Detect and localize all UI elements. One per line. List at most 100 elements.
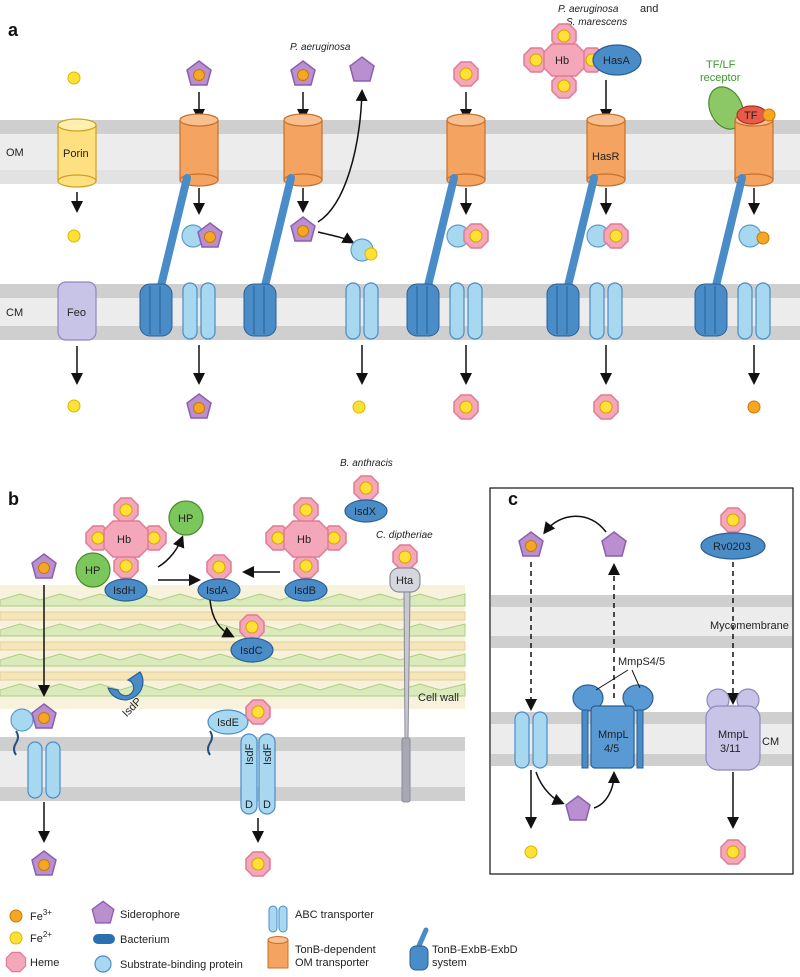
mycomembrane-label: Mycomembrane [710,620,789,632]
isde [207,709,249,735]
siderophore-icon [186,60,212,86]
mmpl45-label-line1: MmpL [598,729,629,741]
siderophore-icon [186,393,212,419]
isdb-label: IsdB [294,585,316,597]
fe2-icon [364,247,378,261]
tonb-arm [423,174,458,294]
isdf-label-2: IsdF [262,743,274,765]
tf-label: TF [744,110,758,122]
isdf-label-1: IsdF [244,743,256,765]
siderophore-icon [31,850,57,876]
heme-icon [453,394,479,420]
om-label: OM [6,147,24,159]
feo-label: Feo [67,307,86,319]
mmpl-3-11 [705,688,761,771]
panel-b-label: b [8,489,19,509]
p-aeruginosa-label: P. aeruginosa [290,42,351,53]
siderophore-icon [290,216,316,242]
heme-icon [239,614,265,640]
isdh [104,578,148,602]
heme-icon [392,544,418,570]
legend-fe3: Fe3+ [30,908,52,923]
isdp [107,671,144,701]
hemoglobin-complex [265,497,347,579]
tflf-label-line2: receptor [700,72,741,84]
mmpl-4-5 [572,684,654,769]
panel-a-label: a [8,20,19,40]
d-label-2: D [263,799,271,811]
legend-abc: ABC transporter [295,909,374,921]
fe2-icon [524,845,538,859]
tonb-exbb-exbd-system [139,283,173,337]
tonb-exbb-exbd-system [694,283,728,337]
isdc-label: IsdC [240,645,263,657]
heme-icon [603,223,629,249]
siderophore-icon [31,553,57,579]
tonb-arm [156,174,191,294]
heme-icon [593,394,619,420]
tflf-label-line1: TF/LF [706,59,736,71]
b-anthracis-label: B. anthracis [340,458,393,469]
d-label-1: D [245,799,253,811]
haptoglobin [168,500,204,536]
has-source-line2: S. marescens [566,17,627,28]
heme-icon [206,554,232,580]
mycomembrane [491,595,792,648]
tonb-exbb-exbd-system [406,283,440,337]
tonb-arm [563,174,598,294]
tonb-exbb-exbd-system [546,283,580,337]
abc-legend-icon [268,905,288,933]
porin-label: Porin [63,148,89,160]
isdh-label: IsdH [113,585,136,597]
isdf [240,733,258,815]
c-diptheriae-label: C. diptheriae [376,530,433,541]
legend-tonb-om-2: OM transporter [295,957,369,969]
has-source-line1: P. aeruginosa [558,4,619,15]
mmpl311-label-line1: MmpL [718,729,749,741]
isdb [284,578,328,602]
legend-siderophore: Siderophore [120,909,180,921]
rv0203 [700,532,766,560]
isdx-label: IsdX [354,506,377,518]
cytoplasmic-membrane-a [0,284,800,340]
hasa-label: HasA [603,55,631,67]
fe3-legend-icon [9,909,23,923]
rv0203-label: Rv0203 [713,541,751,553]
cell-wall-label: Cell wall [418,692,459,704]
hb-label-b1: Hb [117,534,131,546]
outer-membrane [0,120,800,184]
siderophore-icon [197,222,223,248]
hemoglobin-complex [523,23,605,99]
legend-fe2: Fe2+ [30,930,52,945]
siderophore-empty-icon [349,56,375,82]
cytoplasmic-membrane-b [0,737,465,801]
hp-label-2: HP [178,513,193,525]
isdx [344,499,388,523]
heme-icon [720,839,746,865]
hasa [592,44,642,76]
siderophore-legend-icon [91,900,115,924]
siderophore-icon [290,60,316,86]
fe3-icon [747,400,761,414]
tonb-system-legend-icon [409,927,429,971]
legend: Fe3+ Fe2+ Heme Siderophore Bacterium Sub… [5,900,518,973]
fe2-icon [67,229,81,243]
substrate-binding-protein [10,708,34,732]
isda [197,578,241,602]
fe2-icon [67,399,81,413]
hb-label-a: Hb [555,55,569,67]
isdc [230,637,274,663]
mmps-label: MmpS4/5 [618,656,665,668]
isdf [258,733,276,815]
legend-sbp: Substrate-binding protein [120,959,243,971]
heme-icon [463,223,489,249]
cm-label-a: CM [6,307,23,319]
heme-legend-icon [5,951,27,973]
isda-label: IsdA [206,585,229,597]
fe2-icon [67,71,81,85]
hemoglobin-complex [85,497,167,579]
heme-icon [720,507,746,533]
legend-tonb-sys-2: system [432,957,467,969]
fe2-legend-icon [9,931,23,945]
